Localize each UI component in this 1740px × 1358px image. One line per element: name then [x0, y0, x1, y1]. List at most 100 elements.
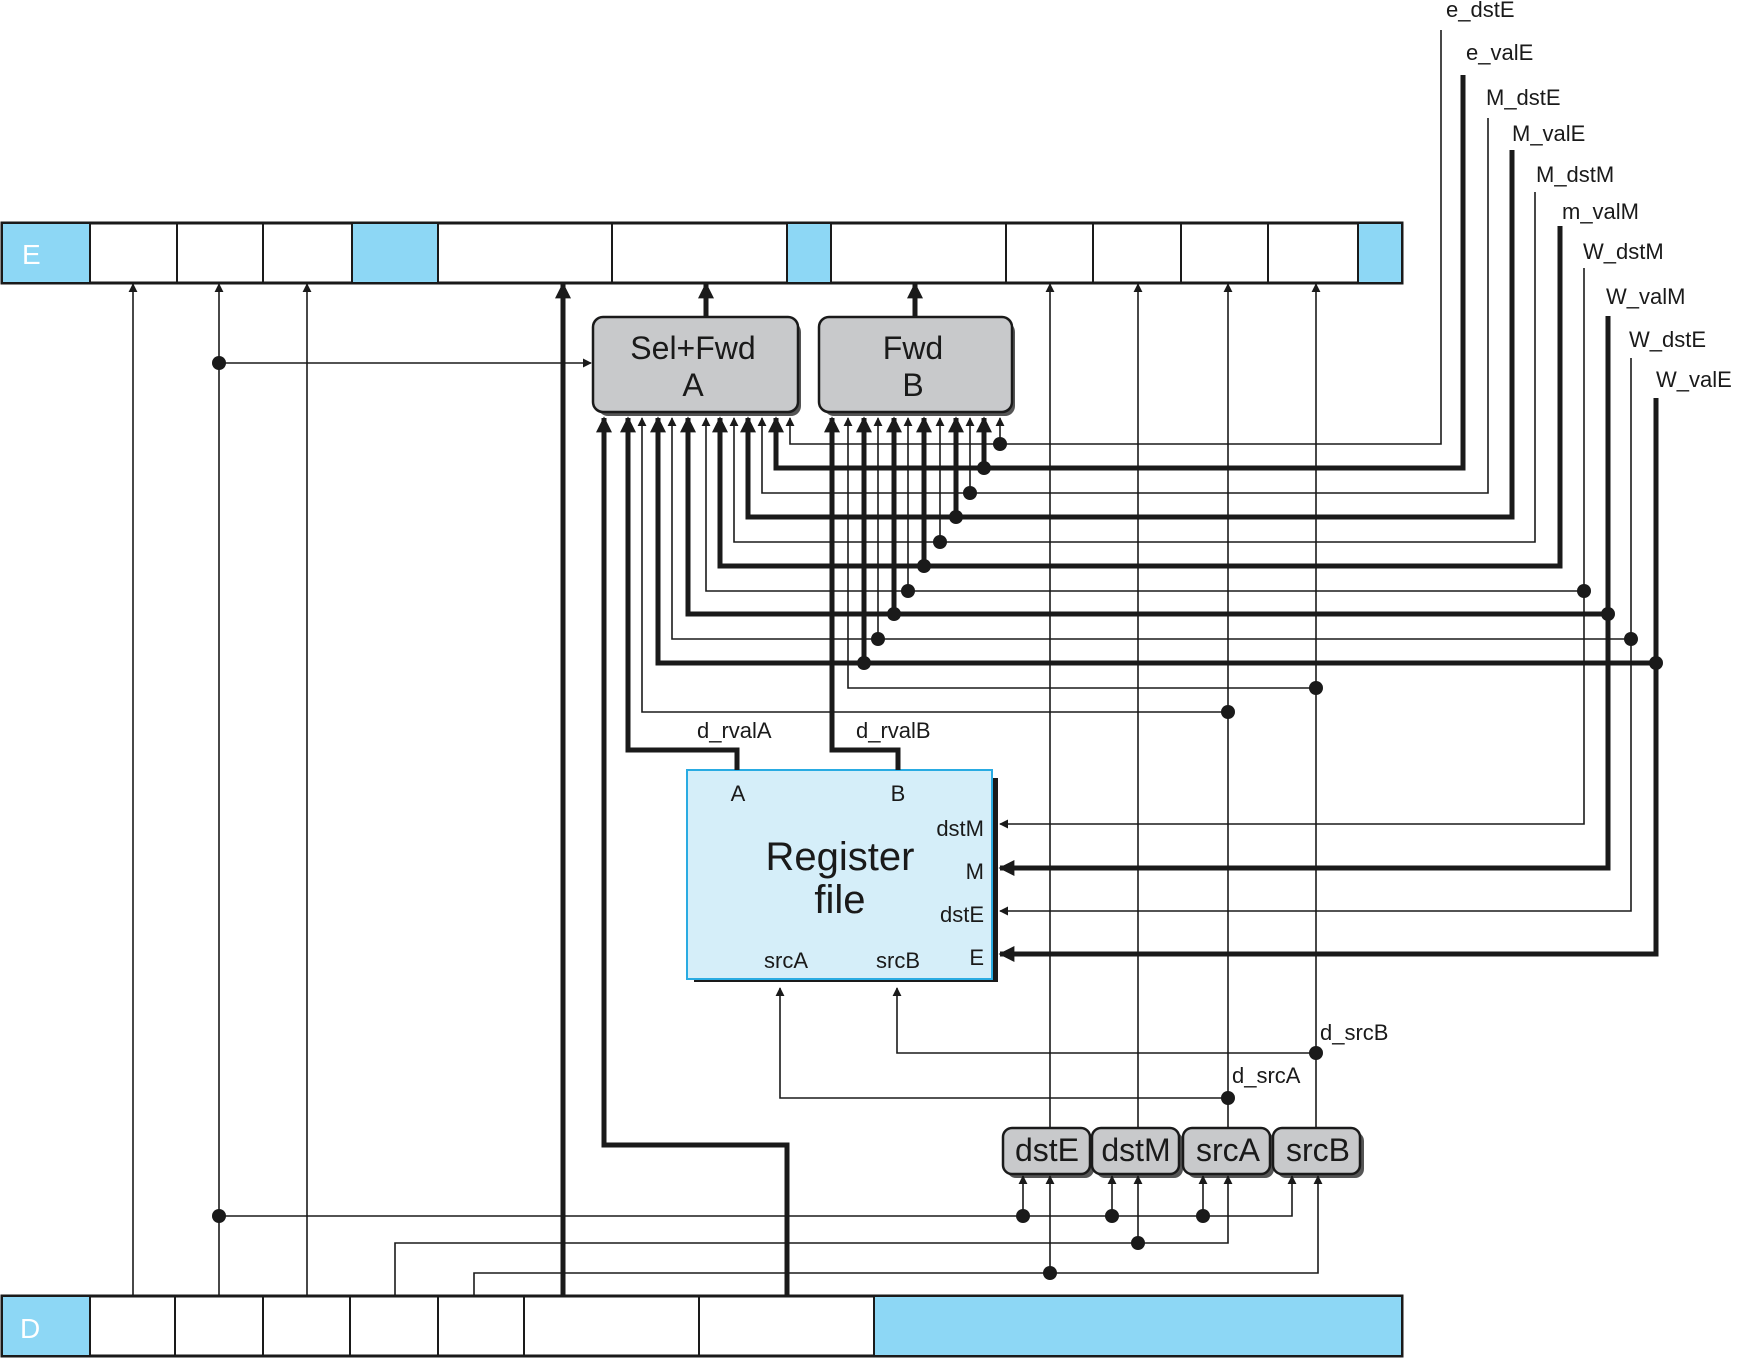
- dot-srca-fwd: [1221, 705, 1235, 719]
- d-register-stage-cell: [3, 1297, 90, 1355]
- e-register-stage-cell: [3, 224, 90, 282]
- dot-w-dste: [871, 632, 885, 646]
- wire-m-vale: [740, 150, 1515, 520]
- label-w-vale: W_valE: [1656, 367, 1732, 392]
- dot-w-valm-rf: [1601, 607, 1615, 621]
- d-register-cell: [874, 1297, 1401, 1355]
- wire-icode-to-selectors: [219, 1175, 1297, 1217]
- label-m-dstm: M_dstM: [1536, 162, 1614, 187]
- wire-ra: [394, 1175, 1233, 1296]
- wire-e-dste: [785, 30, 1442, 445]
- label-m-valm: m_valM: [1562, 199, 1639, 224]
- dot-w-valm: [887, 607, 901, 621]
- wire-w-valm: [680, 316, 1611, 617]
- register-file-port-dstm: dstM: [936, 816, 984, 841]
- srca-selector: srcA: [1181, 1126, 1274, 1178]
- label-w-dstm: W_dstM: [1583, 239, 1664, 264]
- label-e-vale: e_valE: [1466, 40, 1533, 65]
- wire-d-srcb: [892, 987, 1316, 1054]
- register-file-port-a: A: [731, 781, 746, 806]
- wire-w-dstm: [701, 268, 1585, 592]
- selector-boxes: dstE dstM srcA srcB: [1001, 1126, 1364, 1178]
- dot-w-vale: [857, 656, 871, 670]
- register-file-port-dste: dstE: [940, 902, 984, 927]
- e-pipeline-register: E: [0, 221, 1404, 285]
- wire-d-rvala: [620, 416, 740, 770]
- register-file-port-m: M: [966, 859, 984, 884]
- wire-rf-dstm: [999, 591, 1585, 829]
- wire-w-vale: [650, 398, 1659, 666]
- wire-rf-dste: [999, 639, 1632, 916]
- d-pipeline-register: D: [0, 1294, 1404, 1358]
- label-e-dste: e_dstE: [1446, 0, 1515, 22]
- dot-m-dstm: [933, 535, 947, 549]
- dot-sel-1: [1016, 1209, 1030, 1223]
- wire-w-dste: [667, 358, 1632, 640]
- wire-rf-e: [998, 663, 1659, 962]
- wire-d-rvalb: [824, 416, 901, 770]
- wire-m-dstm: [729, 192, 1536, 543]
- wire-e-vale: [768, 75, 1466, 471]
- sel-fwd-a-label-line1: Sel+Fwd: [630, 330, 755, 366]
- label-d-rvalb: d_rvalB: [856, 718, 931, 743]
- wire-srcb-to-fwdb: [843, 417, 1316, 689]
- dot-w-dstm-rf: [1577, 584, 1591, 598]
- dot-sel-3: [1196, 1209, 1210, 1223]
- register-file-title-line2: file: [814, 878, 865, 922]
- fwd-b-block: Fwd B: [817, 315, 1015, 416]
- dot-w-dste-rf: [1624, 632, 1638, 646]
- dot-m-vale: [949, 510, 963, 524]
- wire-valp: [596, 416, 790, 1296]
- dot-m-dste: [963, 486, 977, 500]
- dot-srcb-fwd: [1309, 681, 1323, 695]
- label-m-dste: M_dstE: [1486, 85, 1561, 110]
- dot-icode-branch: [212, 356, 226, 370]
- dot-e-dste: [993, 437, 1007, 451]
- dste-selector-label: dstE: [1015, 1132, 1079, 1168]
- dot-e-vale: [977, 461, 991, 475]
- register-file: Register file A B dstM M dstE E srcA src…: [686, 769, 998, 982]
- e-register-cell: [787, 224, 831, 282]
- dot-sel-5: [1043, 1266, 1057, 1280]
- dot-icode-bottom: [212, 1209, 226, 1223]
- wire-rb: [473, 1175, 1323, 1296]
- srca-selector-label: srcA: [1196, 1132, 1261, 1168]
- dste-selector: dstE: [1001, 1126, 1094, 1178]
- label-d-srcb: d_srcB: [1320, 1020, 1388, 1045]
- label-d-rvala: d_rvalA: [697, 718, 772, 743]
- e-register-label: E: [22, 239, 41, 270]
- register-file-port-b: B: [891, 781, 906, 806]
- register-file-port-srcb: srcB: [876, 948, 920, 973]
- e-register-cell: [1358, 224, 1401, 282]
- junction-dots: [212, 356, 1663, 1280]
- fwd-b-label-line2: B: [902, 367, 923, 403]
- sel-fwd-a-label-line2: A: [682, 367, 704, 403]
- fwd-b-label-line1: Fwd: [883, 330, 943, 366]
- e-register-cell: [352, 224, 438, 282]
- label-w-valm: W_valM: [1606, 284, 1685, 309]
- register-file-title-line1: Register: [766, 835, 915, 879]
- signal-labels: e_dstE e_valE M_dstE M_valE M_dstM m_val…: [697, 0, 1732, 1088]
- wire-rf-m: [998, 614, 1611, 876]
- wire-d-srca: [775, 987, 1228, 1099]
- dstm-selector: dstM: [1090, 1126, 1183, 1178]
- dot-m-valm: [917, 559, 931, 573]
- wire-m-dste: [757, 118, 1489, 494]
- wire-srca-to-selfwd: [637, 417, 1228, 713]
- register-file-port-e: E: [969, 945, 984, 970]
- wires: [128, 30, 1659, 1296]
- srcb-selector: srcB: [1271, 1126, 1364, 1178]
- label-d-srca: d_srcA: [1232, 1063, 1301, 1088]
- dot-w-vale-rf: [1649, 656, 1663, 670]
- dot-w-dstm: [901, 584, 915, 598]
- wire-m-valm: [712, 226, 1563, 569]
- dot-sel-4: [1131, 1236, 1145, 1250]
- dot-d-srca: [1221, 1091, 1235, 1105]
- dot-d-srcb: [1309, 1046, 1323, 1060]
- label-w-dste: W_dstE: [1629, 327, 1706, 352]
- dstm-selector-label: dstM: [1101, 1132, 1170, 1168]
- register-file-port-srca: srcA: [764, 948, 808, 973]
- d-register-label: D: [20, 1313, 40, 1344]
- sel-fwd-a-block: Sel+Fwd A: [591, 315, 801, 416]
